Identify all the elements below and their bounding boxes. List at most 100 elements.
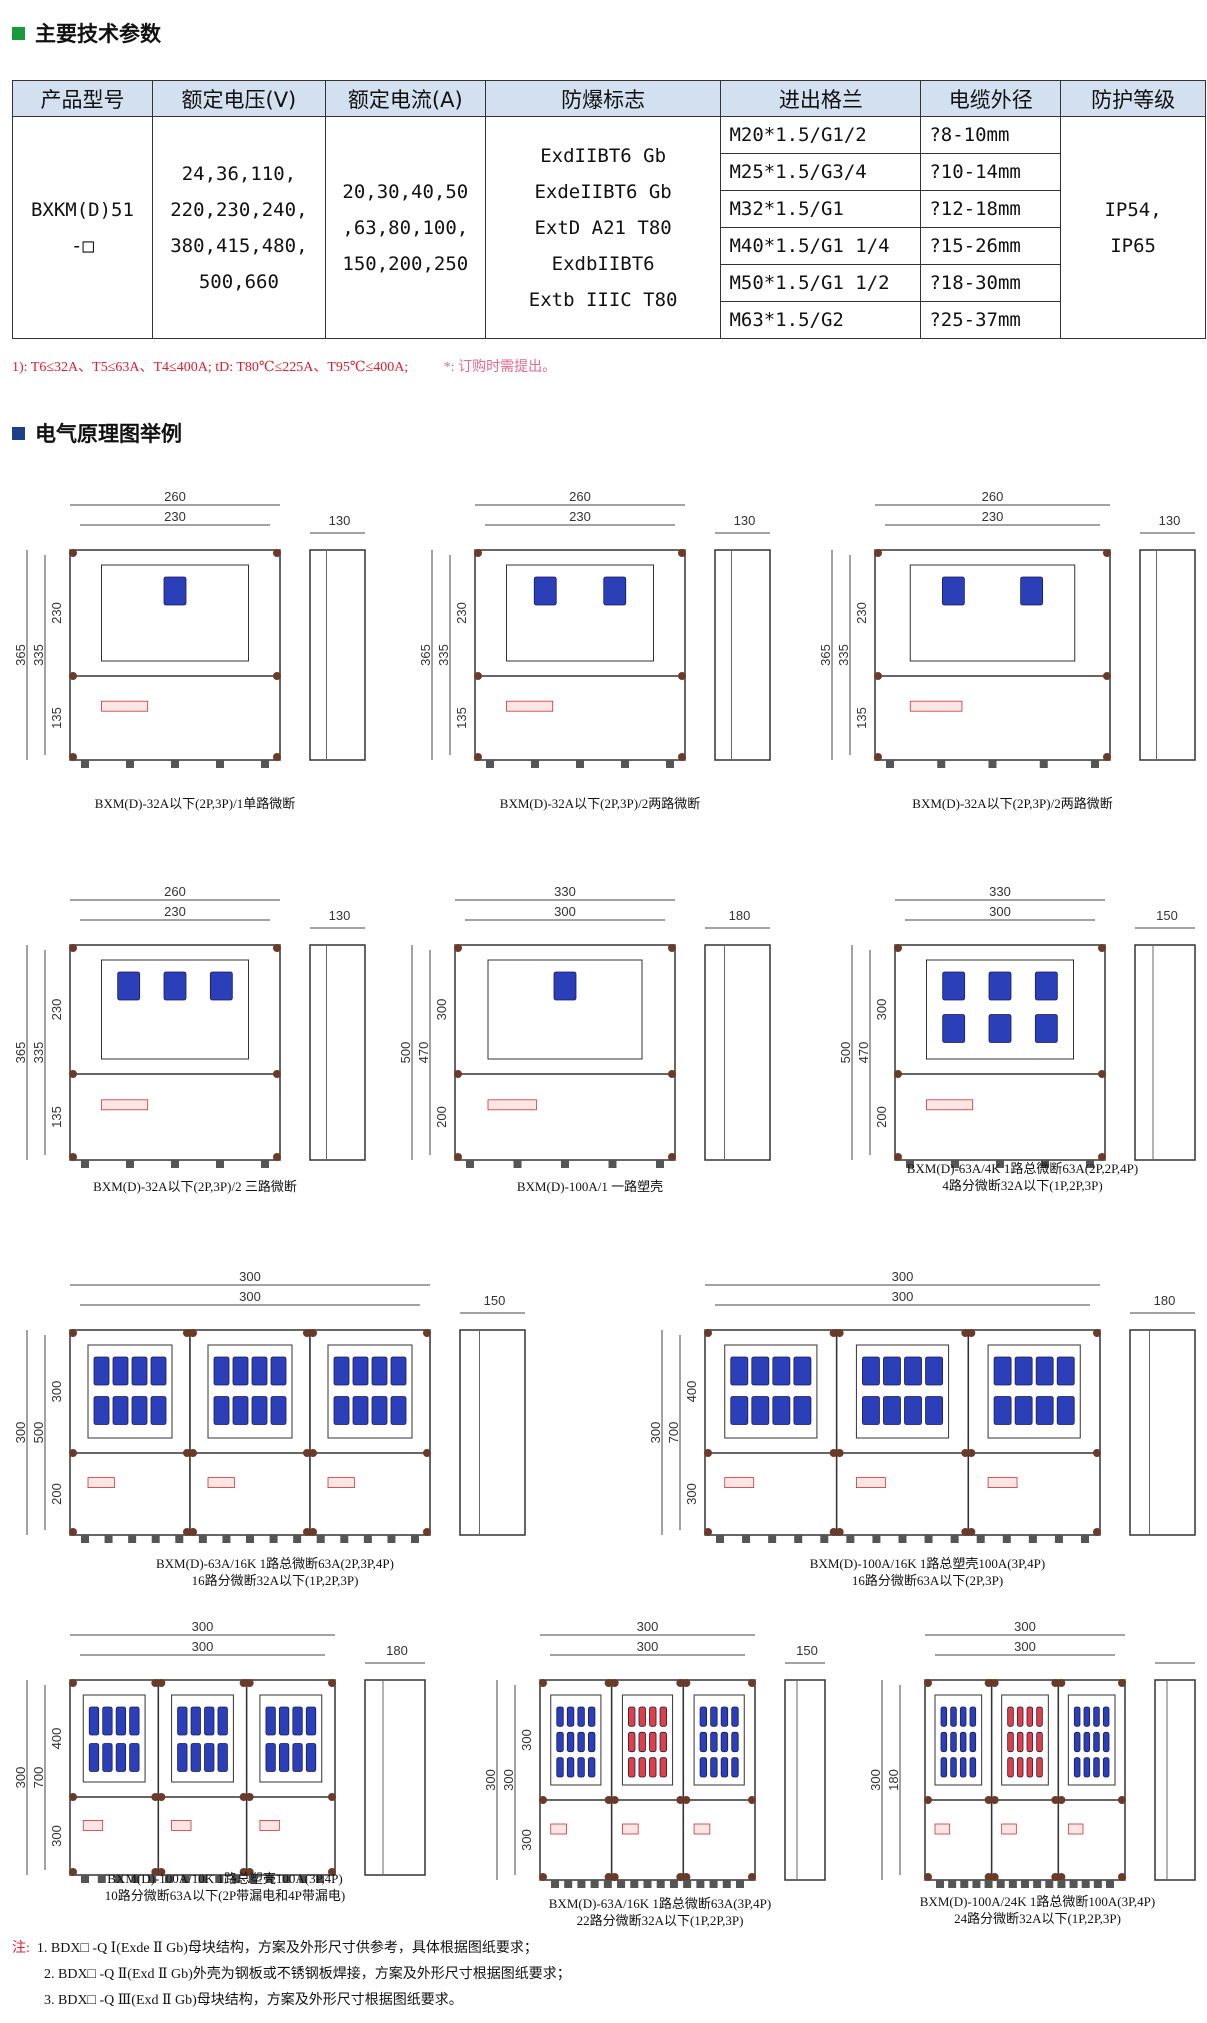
bolt-icon	[676, 1873, 685, 1881]
bolt-icon	[69, 549, 77, 557]
bolt-icon	[604, 1679, 613, 1687]
cable-gland-icon	[81, 1875, 89, 1883]
bolt-icon	[610, 1679, 619, 1687]
side-view	[309, 549, 366, 761]
dimension-label: 470	[856, 1042, 871, 1064]
cable-gland-icon	[1069, 1880, 1078, 1888]
bolt-icon	[668, 1070, 676, 1078]
section-heading-params: 主要技术参数	[12, 18, 161, 48]
diagram-caption: BXM(D)-100A/16K 1路总塑壳100A(3P,4P) 16路分微断6…	[809, 1556, 1046, 1588]
protection-cell: IP54, IP65	[1060, 116, 1206, 339]
breaker-icon	[883, 1396, 901, 1425]
bolt-icon	[303, 1329, 311, 1337]
dimension-label: 260	[982, 489, 1004, 504]
section-title: 主要技术参数	[35, 22, 161, 46]
cable-gland-icon	[886, 760, 894, 768]
cable-gland-icon	[248, 1875, 257, 1883]
dimension-label: 300	[434, 999, 449, 1021]
table-header-row: 产品型号 额定电压(V) 额定电流(A) 防爆标志 进出格兰 电缆外径 防护等级	[12, 80, 1206, 117]
bolt-icon	[682, 1679, 691, 1687]
cable-gland-icon	[1028, 1535, 1037, 1543]
diagram-caption: BXM(D)-32A以下(2P,3P)/2两路微断	[499, 796, 701, 811]
breaker-icon	[292, 1706, 303, 1736]
bolt-icon	[924, 1679, 932, 1687]
breaker-icon	[117, 971, 141, 1001]
breaker-icon	[131, 1356, 148, 1386]
breaker-icon	[88, 1743, 100, 1772]
breaker-icon	[1102, 1757, 1110, 1778]
dimension-label: 300	[49, 1825, 64, 1847]
cable-gland-icon	[924, 1535, 933, 1543]
dimension-label: 300	[989, 904, 1011, 919]
label-plate	[926, 1099, 974, 1111]
label-plate	[207, 1477, 235, 1489]
breaker-icon	[720, 1731, 729, 1753]
breaker-icon	[1056, 1356, 1075, 1386]
cable-cell: ?18-30mm	[920, 264, 1062, 302]
breaker-icon	[1020, 576, 1044, 606]
label-plate	[101, 700, 149, 712]
cable-gland-icon	[316, 1875, 324, 1883]
label-plate	[1001, 1823, 1017, 1835]
bolt-icon	[1118, 1873, 1126, 1881]
dimension-label: 300	[870, 1769, 883, 1791]
breaker-icon	[371, 1396, 388, 1425]
bolt-icon	[1118, 1679, 1126, 1687]
breaker-icon	[278, 1706, 290, 1736]
dimension-label: 400	[684, 1381, 699, 1403]
cable-gland-icon	[1021, 1880, 1029, 1888]
breaker-icon	[232, 1396, 249, 1425]
bolt-icon	[189, 1449, 197, 1457]
bolt-icon	[961, 1528, 970, 1536]
cable-gland-icon	[1057, 1880, 1066, 1888]
breaker-icon	[1083, 1706, 1091, 1727]
breaker-icon	[150, 1356, 167, 1386]
dimension-label: 230	[164, 509, 186, 524]
dimension-label: 365	[420, 644, 433, 666]
breaker-icon	[556, 1731, 564, 1753]
cable-gland-icon	[215, 1875, 224, 1883]
dimension-label: 150	[1156, 908, 1178, 923]
breaker-icon	[265, 1706, 276, 1736]
cable-gland-icon	[996, 1160, 1004, 1168]
cable-gland-icon	[683, 1880, 692, 1888]
footnote: 1): T6≤32A、T5≤63A、T4≤400A; tD: T80℃≤225A…	[12, 356, 556, 376]
breaker-icon	[628, 1706, 636, 1727]
dimension-label: 500	[840, 1042, 853, 1064]
cable-gland-icon	[872, 1535, 881, 1543]
cable-gland-icon	[551, 1880, 559, 1888]
bolt-icon	[69, 1528, 77, 1536]
dimension-label: 230	[49, 602, 64, 624]
cable-gland-icon	[996, 1880, 1005, 1888]
cable-gland-icon	[976, 1535, 985, 1543]
breaker-icon	[1073, 1706, 1081, 1727]
breaker-icon	[862, 1356, 880, 1386]
breaker-icon	[88, 1706, 100, 1736]
breaker-icon	[628, 1731, 636, 1753]
label-plate	[82, 1819, 104, 1831]
bolt-icon	[1098, 1153, 1106, 1161]
dimension-label: 150	[796, 1643, 818, 1658]
bolt-icon	[151, 1679, 160, 1687]
bolt-icon	[1093, 1449, 1101, 1457]
breaker-icon	[904, 1356, 922, 1386]
bolt-icon	[69, 1070, 77, 1078]
breaker-icon	[131, 1396, 148, 1425]
bolt-icon	[245, 1868, 254, 1876]
cable-gland-icon	[269, 1535, 278, 1543]
cable-gland-icon	[164, 1875, 173, 1883]
dimension-label: 230	[569, 509, 591, 524]
breaker-icon	[352, 1396, 369, 1425]
bolt-icon	[69, 672, 77, 680]
breaker-icon	[993, 1396, 1012, 1425]
dimension-label: 335	[436, 644, 451, 666]
dimension-label: 130	[1159, 513, 1181, 528]
dimension-label: 230	[164, 904, 186, 919]
cable-gland-icon	[951, 1160, 959, 1168]
dimension-label: 230	[49, 999, 64, 1021]
bolt-icon	[239, 1868, 248, 1876]
diagram-caption: BXM(D)-32A以下(2P,3P)/2两路微断	[912, 796, 1113, 811]
